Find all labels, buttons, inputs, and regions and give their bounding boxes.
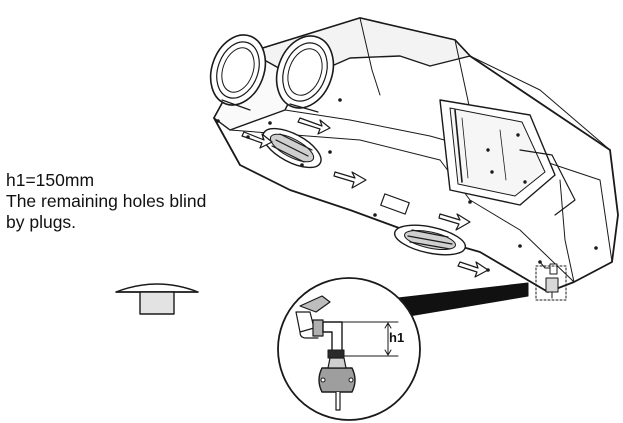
detail-circle [277, 277, 421, 421]
small-siphon-on-unit [535, 261, 567, 301]
fixing-screws [216, 98, 598, 272]
fan-grille-left [262, 127, 322, 169]
siphon-detail [295, 295, 356, 411]
collar [327, 349, 345, 359]
airflow-arrows [241, 117, 489, 278]
h1-value-text: h1=150mm [6, 170, 95, 190]
h1-dimension [341, 321, 399, 357]
duct-spigot-right [275, 35, 335, 113]
outlet-spout [299, 295, 331, 313]
plug-icon [115, 283, 199, 315]
fan-grille-right [393, 224, 467, 256]
h1-dimension-label: h1 [389, 330, 405, 345]
pipe-fitting [312, 319, 324, 337]
plug-instruction-line2: by plugs. [6, 212, 77, 232]
condensate-opening [380, 193, 410, 215]
installation-note: h1=150mm The remaining holes blind by pl… [6, 170, 276, 233]
duct-spigot-left [209, 34, 267, 111]
siphon-bowl [318, 367, 356, 393]
ventilation-unit [209, 17, 619, 301]
service-panel [439, 99, 576, 216]
zoom-callout-wedge [396, 282, 529, 319]
plug-instruction-line1: The remaining holes blind [6, 191, 207, 211]
